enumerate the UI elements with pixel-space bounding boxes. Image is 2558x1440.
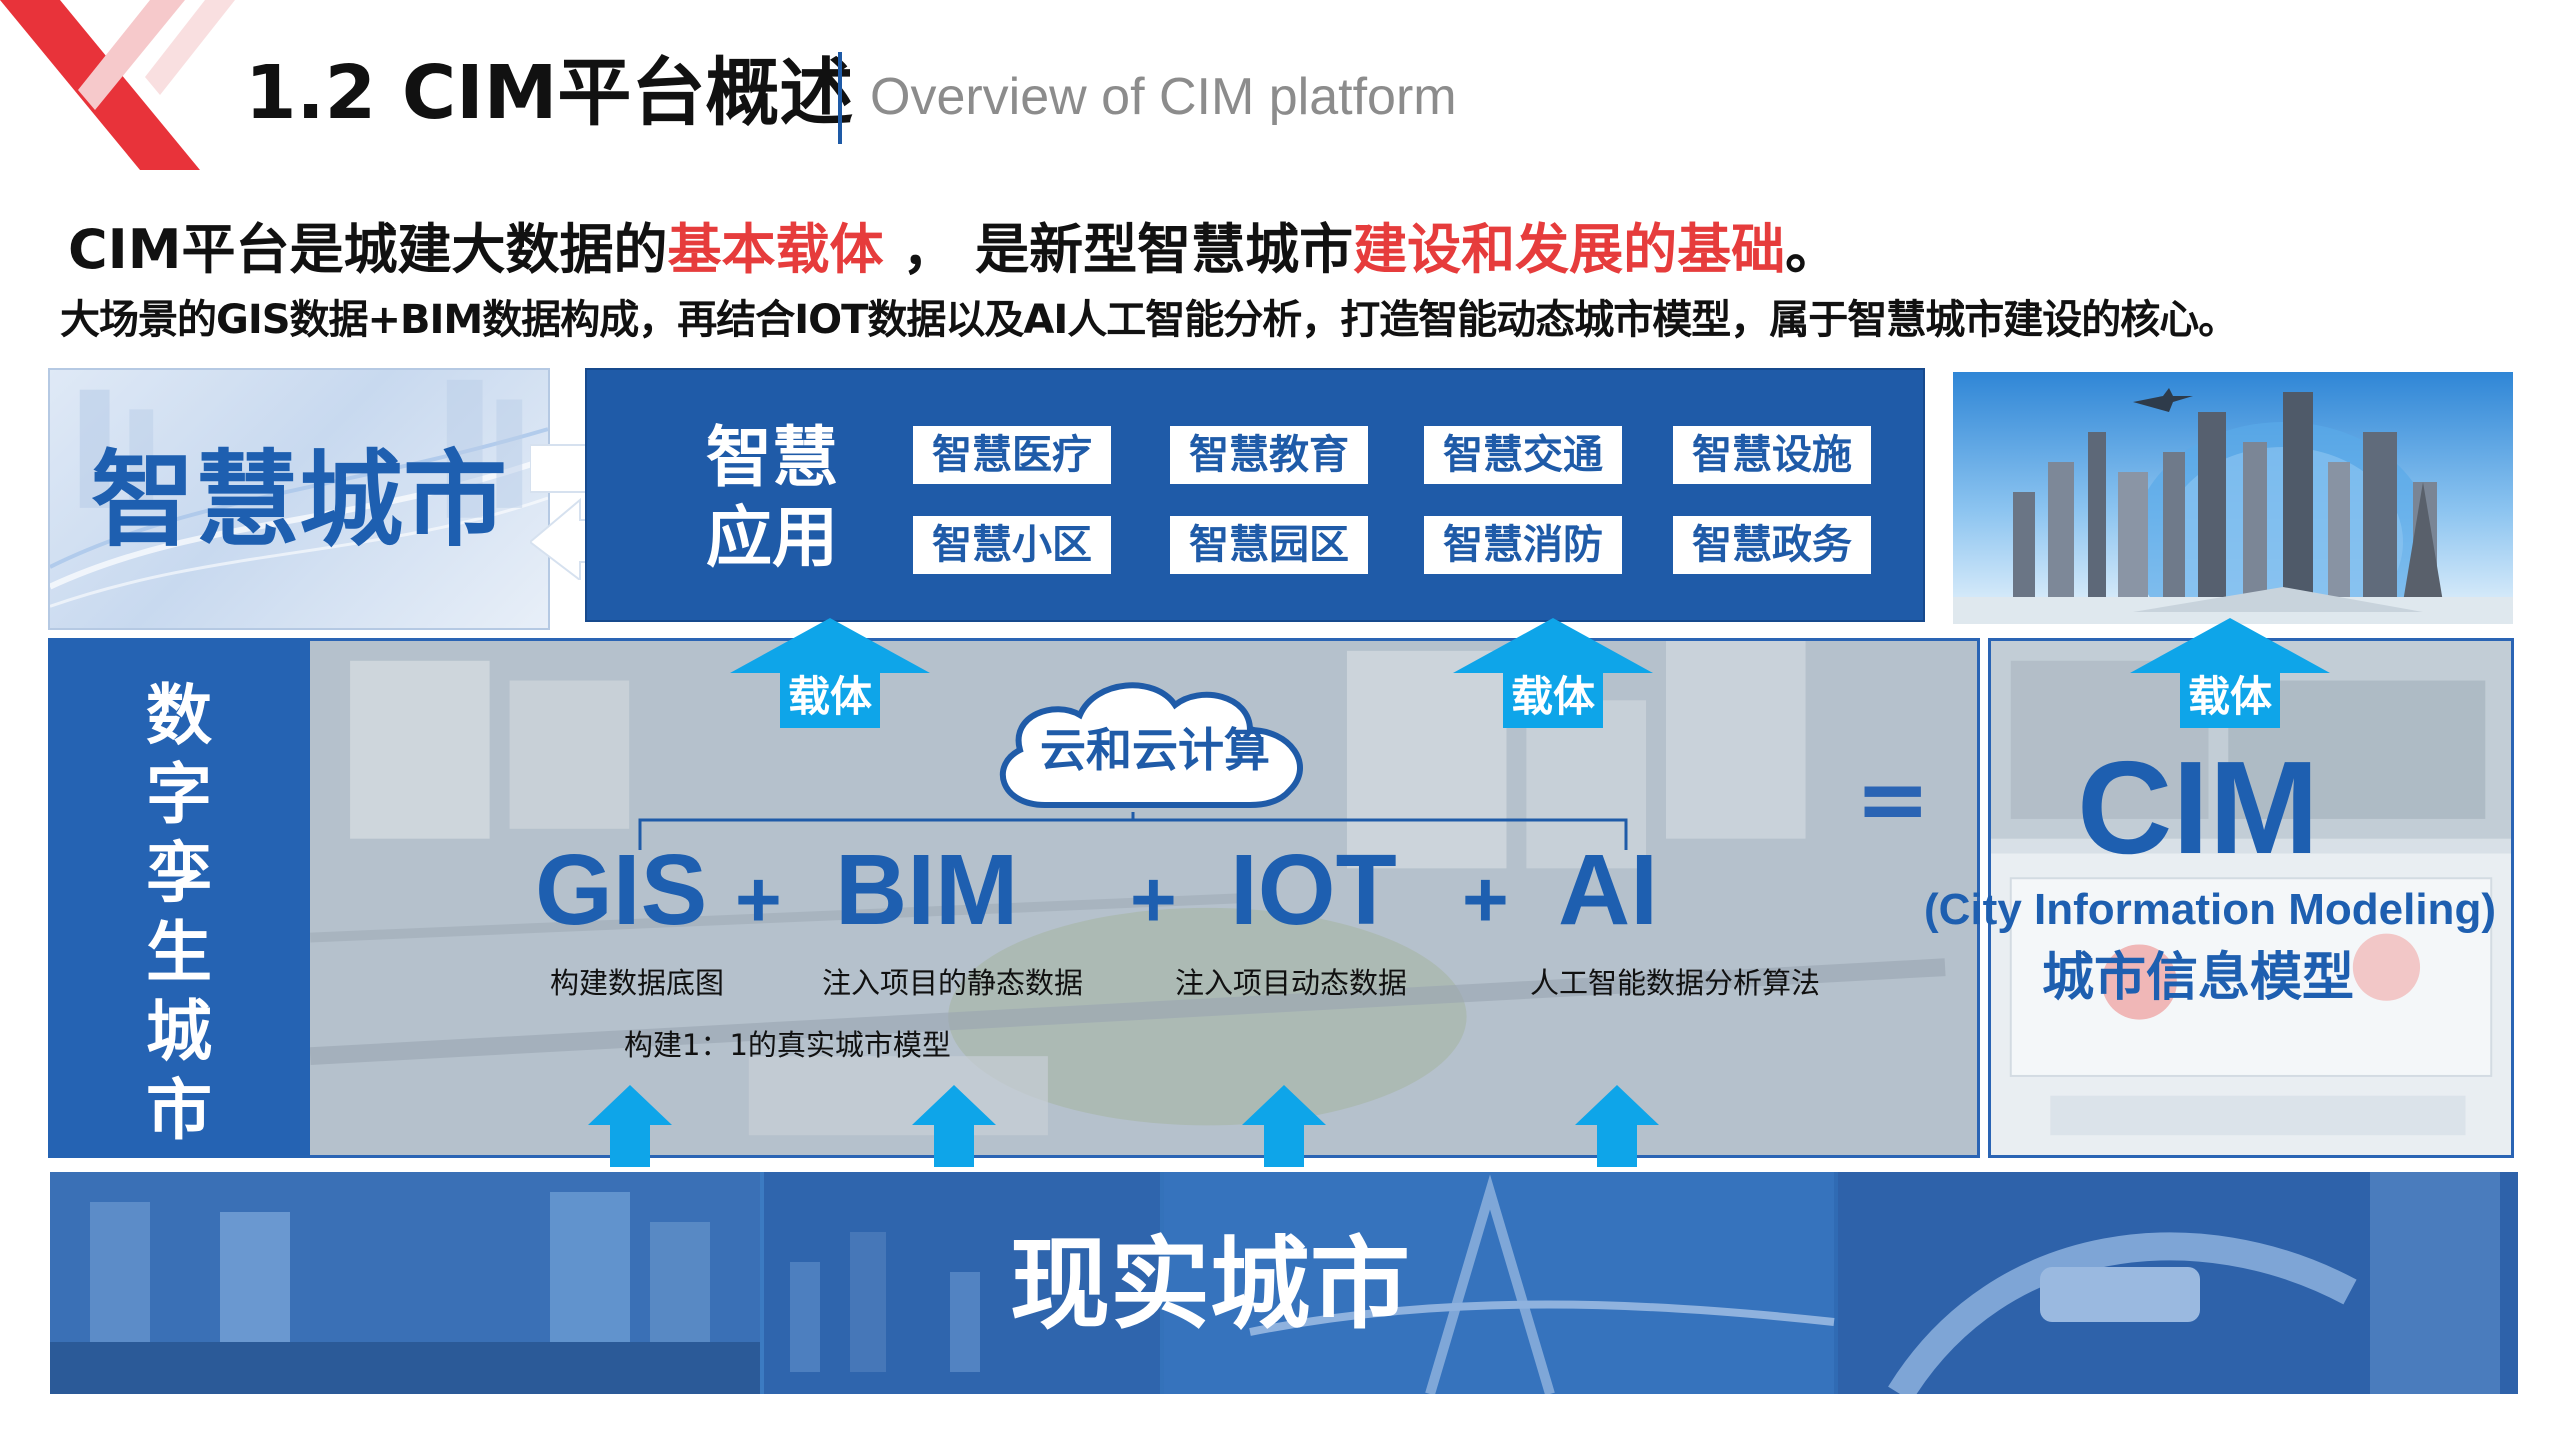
skyline-illustration xyxy=(1953,388,2513,624)
intro-highlight: 建设和发展的基础 xyxy=(1353,218,1786,281)
smart-apps-title-line: 应用 xyxy=(706,499,838,576)
digital-twin-label: 数 字 孪 生 城 市 xyxy=(48,676,310,1150)
carrier-label: 载体 xyxy=(787,672,872,721)
app-tile-facilities: 智慧设施 xyxy=(1673,426,1871,484)
app-tile-park: 智慧园区 xyxy=(1170,516,1368,574)
carrier-label: 载体 xyxy=(2187,672,2272,721)
real-city-band xyxy=(50,1172,2518,1394)
carrier-up-arrow-icon xyxy=(1453,618,1653,728)
cim-chinese-name: 城市信息模型 xyxy=(2041,948,2354,1008)
intro-line-2: 大场景的GIS数据+BIM数据构成，再结合IOT数据以及AI人工智能分析，打造智… xyxy=(60,297,2238,343)
app-tile-government: 智慧政务 xyxy=(1673,516,1871,574)
app-tile-community: 智慧小区 xyxy=(913,516,1111,574)
digital-twin-char: 城 xyxy=(146,993,212,1070)
app-tile-fire: 智慧消防 xyxy=(1424,516,1622,574)
formula-plus: + xyxy=(1130,855,1177,944)
intro-line-1: CIM平台是城建大数据的基本载体 ， 是新型智慧城市建设和发展的基础。 xyxy=(68,215,1839,285)
aerial-city-image xyxy=(51,641,1977,1155)
smart-apps-title: 智慧 应用 xyxy=(697,418,847,578)
formula-iot: IOT xyxy=(1230,834,1397,946)
formula-equals: = xyxy=(1855,747,1931,852)
digital-twin-band xyxy=(48,638,1980,1158)
intro-text: ， 是新型智慧城市 xyxy=(883,218,1354,281)
cim-acronym: CIM xyxy=(2077,734,2319,881)
smart-city-label: 智慧城市 xyxy=(90,439,507,561)
app-tile-healthcare: 智慧医疗 xyxy=(913,426,1111,484)
cim-english-name: (City Information Modeling) xyxy=(1924,885,2496,934)
title-divider xyxy=(838,52,842,144)
up-arrow-icon xyxy=(912,1085,996,1167)
up-arrow-icon xyxy=(1575,1085,1659,1167)
carrier-up-arrow-icon xyxy=(2130,618,2330,728)
digital-twin-char: 市 xyxy=(146,1072,212,1149)
digital-twin-char: 生 xyxy=(146,914,212,991)
page-subtitle: Overview of CIM platform xyxy=(870,68,1457,126)
formula-ai: AI xyxy=(1558,834,1658,946)
smart-apps-panel: 智慧 应用 智慧医疗 智慧教育 智慧交通 智慧设施 智慧小区 智慧园区 智慧消防… xyxy=(585,368,1925,622)
digital-twin-side-label: 数 字 孪 生 城 市 xyxy=(48,638,310,1158)
bracket-line xyxy=(638,812,1628,850)
app-tile-education: 智慧教育 xyxy=(1170,426,1368,484)
logo-x-icon xyxy=(0,0,235,170)
cloud-computing-label: 云和云计算 xyxy=(1040,723,1270,777)
page-title: 1.2 CIM平台概述 xyxy=(245,50,854,136)
real-city-label: 现实城市 xyxy=(1010,1226,1410,1343)
real-city-photos-image xyxy=(50,1172,2518,1394)
formula-bim: BIM xyxy=(835,834,1019,946)
caption-bim: 注入项目的静态数据 xyxy=(822,966,1084,1000)
formula-gis: GIS xyxy=(535,834,708,946)
digital-twin-char: 数 xyxy=(146,677,212,754)
smart-city-panel: 智慧城市 xyxy=(48,368,550,630)
formula-plus: + xyxy=(1462,855,1509,944)
light-streaks-image xyxy=(50,379,548,608)
digital-twin-char: 孪 xyxy=(146,835,212,912)
caption-model: 构建1：1的真实城市模型 xyxy=(624,1028,951,1062)
caption-ai: 人工智能数据分析算法 xyxy=(1530,966,1821,1000)
carrier-label: 载体 xyxy=(1510,672,1595,721)
intro-text: CIM平台是城建大数据的 xyxy=(68,218,668,281)
app-tile-transport: 智慧交通 xyxy=(1424,426,1622,484)
caption-gis: 构建数据底图 xyxy=(550,966,725,1000)
caption-iot: 注入项目动态数据 xyxy=(1175,966,1408,1000)
digital-twin-char: 字 xyxy=(146,756,212,833)
up-arrow-icon xyxy=(1242,1085,1326,1167)
carrier-up-arrow-icon xyxy=(730,618,930,728)
intro-text: 。 xyxy=(1785,218,1840,281)
city-skyline-image xyxy=(1953,372,2513,624)
intro-highlight: 基本载体 xyxy=(667,218,884,281)
cloud-icon xyxy=(999,682,1303,808)
up-arrow-icon xyxy=(588,1085,672,1167)
formula-plus: + xyxy=(735,855,782,944)
smart-apps-title-line: 智慧 xyxy=(706,419,838,496)
cim-dashboard-image xyxy=(1991,641,2511,1155)
